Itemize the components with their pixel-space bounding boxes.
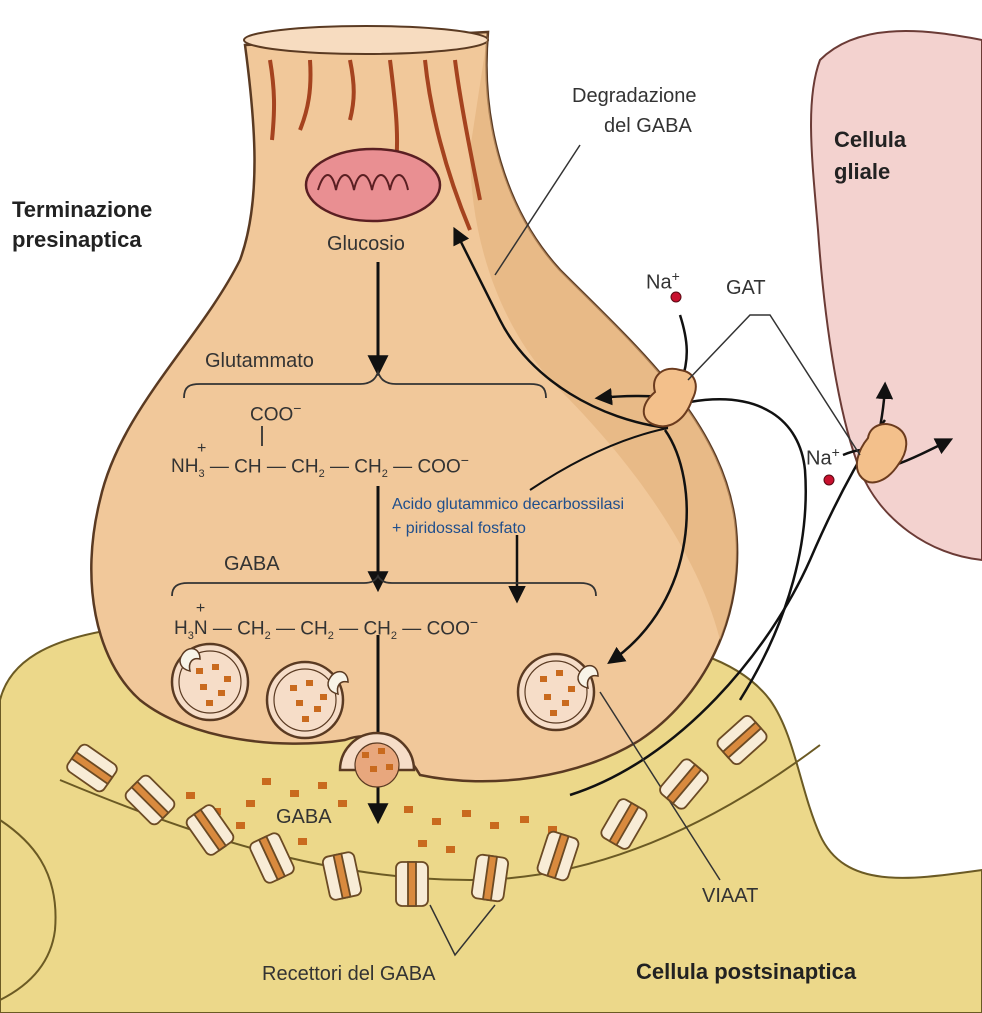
gat-label: GAT bbox=[726, 276, 766, 300]
enzyme-label-line2: + piridossal fosfato bbox=[392, 520, 526, 538]
glutamate-coo-top: COO− bbox=[250, 400, 301, 426]
receptors-label: Recettori del GABA bbox=[262, 962, 435, 986]
enzyme-label-line1: Acido glutammico decarbossilasi bbox=[392, 496, 624, 514]
gaba-label: GABA bbox=[224, 552, 280, 576]
glucose-label: Glucosio bbox=[327, 232, 405, 256]
stalk-top bbox=[244, 26, 488, 54]
glial-label-line1: Cellula bbox=[834, 126, 906, 154]
presynaptic-label-line1: Terminazione bbox=[12, 196, 152, 224]
na-label-1: Na+ bbox=[646, 264, 680, 295]
degradation-label-line2: del GABA bbox=[604, 114, 692, 138]
glial-label-line2: gliale bbox=[834, 158, 890, 186]
gaba-chain: H3+N — CH2 — CH2 — CH2 — COO− bbox=[174, 614, 478, 642]
presynaptic-label-line2: presinaptica bbox=[12, 226, 142, 254]
na-label-2: Na+ bbox=[806, 440, 840, 471]
na-ion-2 bbox=[824, 475, 834, 485]
mitochondrion bbox=[306, 149, 440, 221]
postsynaptic-label: Cellula postsinaptica bbox=[636, 958, 856, 986]
degradation-label-line1: Degradazione bbox=[572, 84, 697, 108]
glutamate-label: Glutammato bbox=[205, 349, 314, 373]
glutamate-chain: +NH3 — CH — CH2 — CH2 — COO− bbox=[171, 452, 469, 480]
gaba-cleft-label: GABA bbox=[276, 805, 332, 829]
glial-cell bbox=[811, 31, 982, 560]
viaat-label: VIAAT bbox=[702, 884, 758, 908]
